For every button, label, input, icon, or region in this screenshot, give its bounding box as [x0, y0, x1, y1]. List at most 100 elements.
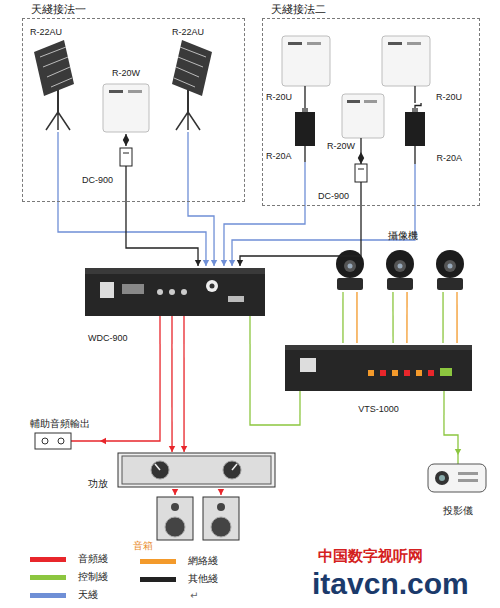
legend-swatch	[30, 575, 66, 580]
connector	[443, 292, 444, 343]
tracking-rack	[404, 370, 410, 376]
device-label: 功放	[88, 478, 108, 490]
amplifier-module	[405, 112, 425, 146]
device-label: 輔助音頻輸出	[30, 418, 90, 430]
receiver-node: R-20W	[100, 68, 152, 134]
receiver-rack	[100, 282, 114, 298]
tracking-rack	[368, 370, 374, 376]
tracking-rack	[416, 370, 422, 376]
audio-output-node: 輔助音頻輸出	[28, 418, 100, 454]
device-label: 音箱	[133, 540, 153, 552]
arrow-head	[358, 158, 364, 164]
speaker-icon	[165, 517, 185, 537]
connector	[457, 292, 458, 343]
arrow-head	[123, 134, 129, 140]
tracking-rack	[440, 368, 452, 376]
arrow-head	[172, 489, 178, 495]
connector-line	[188, 132, 214, 266]
camera-icon	[344, 260, 356, 272]
splitter-node: DC-900	[318, 164, 373, 202]
antenna-icon	[174, 47, 206, 87]
arrow-head	[169, 446, 175, 452]
camera-icon	[336, 250, 364, 278]
camera-icon	[444, 260, 456, 272]
connector	[305, 103, 306, 108]
connector	[123, 134, 129, 146]
return-mark: ↵	[190, 590, 198, 602]
watermark: itavcn.com	[312, 568, 469, 600]
connector	[406, 292, 407, 343]
model-label: VTS-1000	[358, 404, 399, 415]
antenna-icon	[40, 47, 72, 87]
antenna-node: R-22AU	[158, 27, 218, 132]
camera-icon	[436, 250, 464, 278]
projector-icon	[428, 464, 486, 492]
connector	[250, 344, 300, 425]
projector-icon	[458, 472, 478, 475]
projector-icon	[435, 471, 449, 485]
cable-stub	[126, 86, 415, 202]
arrow-head	[123, 140, 129, 146]
amplifier-rack-node: 功放	[88, 452, 276, 490]
arrow-head	[229, 260, 235, 266]
receiver-rack	[210, 284, 215, 289]
arrow-head	[195, 260, 201, 266]
projector-icon	[439, 475, 445, 481]
receiver-node: R-20W	[327, 92, 385, 152]
arrow-head	[358, 152, 364, 158]
receiver-rack-node: WDC-900	[85, 266, 265, 344]
amplifier-rack	[223, 461, 241, 479]
antenna-icon	[46, 112, 70, 130]
amplifier-rack	[151, 461, 169, 479]
model-label: R-20U	[266, 92, 292, 103]
connector	[358, 152, 364, 164]
tracking-rack	[428, 370, 434, 376]
connector-line	[406, 292, 407, 343]
receiver-box	[282, 36, 330, 86]
amplifier-rack	[122, 456, 271, 484]
group-title: 天綫接法二	[271, 3, 326, 16]
arrow-head	[203, 260, 209, 266]
connector-line	[250, 344, 300, 425]
receiver-box	[342, 94, 384, 138]
antenna-icon	[34, 40, 74, 96]
connector-line	[100, 344, 160, 441]
projector-icon	[458, 479, 478, 482]
camera-icon	[387, 278, 413, 290]
legend-text: 其他綫	[188, 573, 218, 585]
receiver-rack	[228, 296, 244, 302]
connector	[181, 344, 187, 452]
receiver-box	[382, 36, 430, 86]
splitter-box	[355, 164, 367, 182]
model-label: R-20W	[112, 68, 140, 79]
amplifier-node: R-20A	[396, 108, 462, 164]
projector-node: 投影儀	[424, 455, 492, 517]
connector-line	[342, 292, 343, 343]
model-label: DC-900	[318, 191, 349, 202]
antenna-group: 天綫接法一R-22AUR-22AUR-20WDC-900	[22, 18, 245, 202]
group-title: 天綫接法一	[31, 3, 86, 16]
connector-line	[415, 103, 421, 108]
camera-icon	[448, 264, 453, 269]
connector-line	[392, 292, 393, 343]
antenna-icon	[176, 112, 200, 130]
antenna-icon	[172, 40, 212, 96]
connector-line	[232, 164, 415, 266]
receiver-node: R-20U	[386, 33, 462, 103]
tracking-rack	[392, 370, 398, 376]
receiver-box	[388, 42, 402, 45]
connector	[237, 202, 361, 266]
connector-line	[304, 103, 305, 108]
receiver-box	[364, 100, 377, 103]
receiver-rack	[206, 280, 218, 292]
splitter-box	[123, 153, 129, 154]
connector	[172, 489, 178, 495]
arrow-head	[181, 446, 187, 452]
connector-line	[240, 202, 361, 266]
amplifier-rack	[118, 453, 275, 487]
antenna-group: 天綫接法二R-20UR-20UR-20AR-20WR-20ADC-900	[262, 18, 480, 206]
connector	[342, 292, 343, 343]
camera-icon	[394, 260, 406, 272]
amplifier-module	[295, 112, 315, 146]
